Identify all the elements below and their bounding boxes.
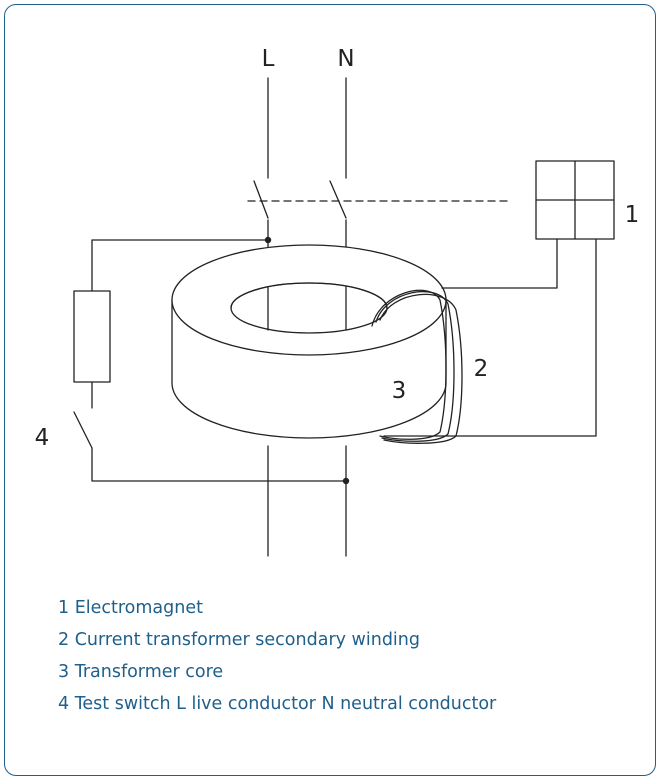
legend-item-transformer-core: 3 Transformer core	[58, 662, 224, 682]
test-circuit-bottom-wire	[91, 447, 347, 482]
legend-item-electromagnet: 1 Electromagnet	[58, 598, 203, 618]
test-resistor	[73, 290, 111, 383]
core-hole-wall	[230, 282, 388, 309]
label-marker-4: 4	[35, 425, 50, 451]
live-switch-contact	[253, 180, 269, 219]
legend-item-test-switch: 4 Test switch L live conductor N neutral…	[58, 694, 497, 714]
junction-dot-neutral	[342, 477, 350, 485]
winding-lead-bottom	[383, 238, 597, 437]
legend-list: 1 Electromagnet 2 Current transformer se…	[58, 592, 496, 720]
winding-loop-3	[379, 293, 463, 444]
toroidal-core	[171, 244, 447, 439]
winding-lead-top	[441, 238, 558, 289]
legend-item-secondary-winding: 2 Current transformer secondary winding	[58, 630, 420, 650]
test-circuit-top-wire	[91, 239, 269, 292]
label-marker-2: 2	[474, 356, 489, 382]
label-live: L	[262, 46, 275, 72]
secondary-winding	[371, 289, 463, 444]
diagram-card	[4, 4, 656, 776]
test-switch-contact	[73, 411, 93, 449]
label-marker-3: 3	[392, 378, 407, 404]
winding-loop-1	[371, 289, 447, 440]
label-neutral: N	[337, 46, 354, 72]
winding-loop-2	[375, 290, 455, 442]
label-marker-1: 1	[625, 202, 640, 228]
junction-dot-live	[264, 236, 272, 244]
core-outer-sides	[171, 299, 447, 439]
neutral-switch-contact	[329, 180, 347, 219]
